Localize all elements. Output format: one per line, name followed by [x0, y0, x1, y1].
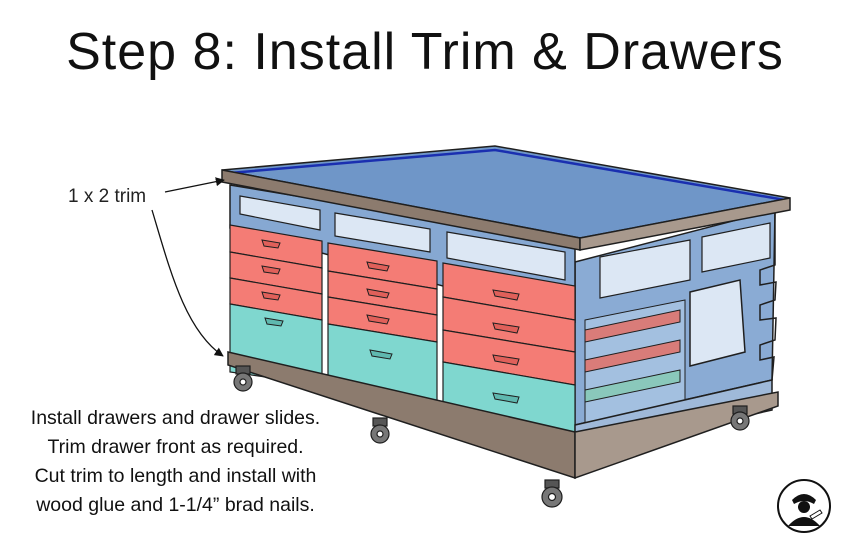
caster-wheel	[233, 365, 253, 392]
frame-opening	[334, 212, 431, 253]
bottom-trim-right	[574, 391, 779, 480]
top-edge-highlight	[229, 148, 786, 202]
caster-wheel	[541, 479, 563, 508]
inner-slat	[584, 309, 681, 343]
frame-opening	[701, 222, 771, 273]
right-side-cutout	[689, 279, 746, 367]
page-title: Step 8: Install Trim & Drawers	[66, 23, 784, 81]
inner-slat	[584, 339, 681, 373]
drawer-pulls-teal	[264, 317, 520, 404]
caption-line: Trim drawer front as required.	[47, 436, 304, 458]
right-notched-edge	[759, 210, 777, 381]
caption-line: Cut trim to length and install with	[34, 465, 317, 487]
trim-callout-label: 1 x 2 trim	[68, 186, 147, 207]
callout-arrow-bottom	[151, 209, 224, 357]
caster-wheel	[370, 417, 390, 444]
woodworker-logo-icon	[777, 479, 831, 533]
top-trim-right	[579, 197, 791, 251]
inner-slat	[584, 369, 681, 403]
frame-opening	[446, 231, 566, 281]
frame-opening	[599, 239, 691, 299]
instruction-caption: Install drawers and drawer slides. Trim …	[8, 404, 343, 520]
caption-line: wood glue and 1-1/4” brad nails.	[36, 494, 315, 516]
caption-line: Install drawers and drawer slides.	[30, 407, 321, 429]
caster-wheel	[730, 405, 750, 431]
drawer-pulls	[261, 239, 520, 366]
callout-arrow-top	[164, 177, 225, 193]
frame-opening	[239, 195, 321, 231]
